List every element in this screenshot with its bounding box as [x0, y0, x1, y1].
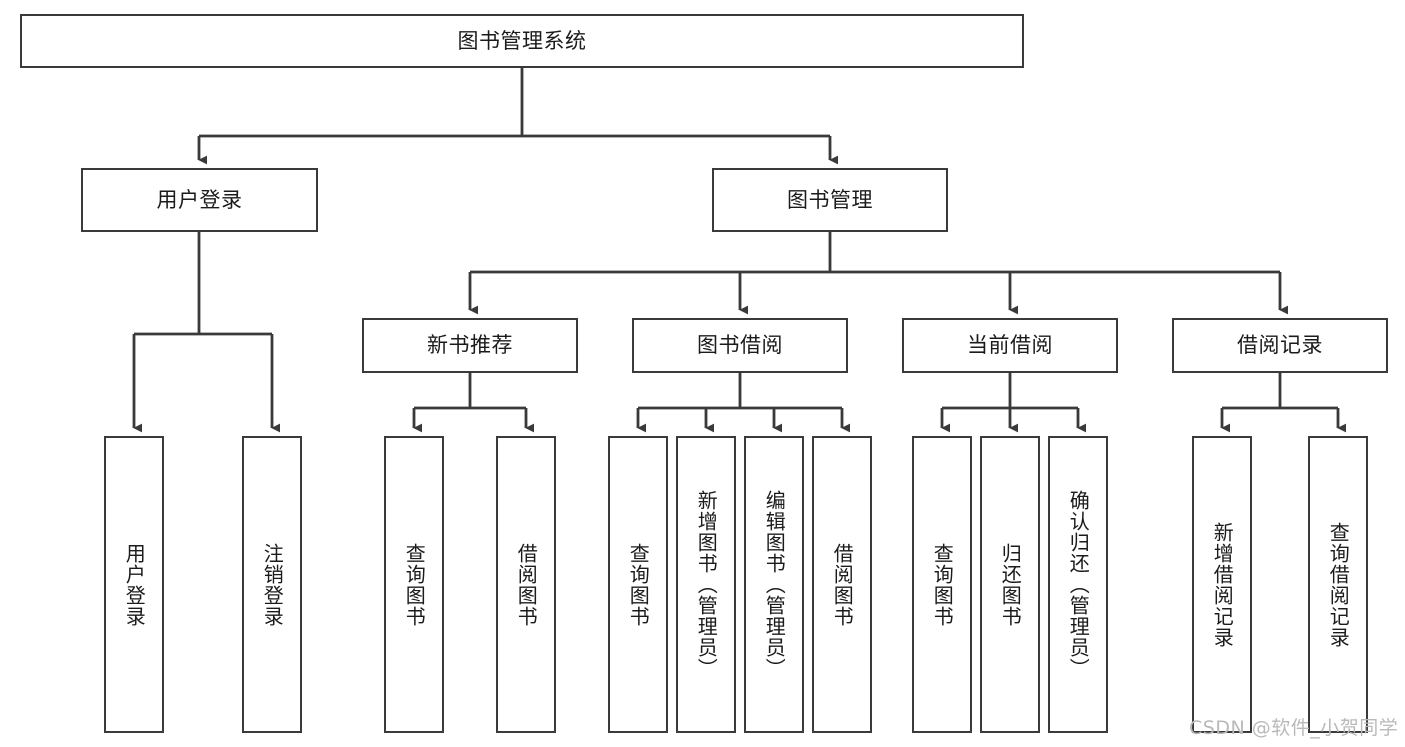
leaf-query-book-1-label: 查询图书 — [402, 542, 427, 627]
leaf-add-record-label: 新增借阅记录 — [1210, 521, 1235, 648]
node-borrow-record-label: 借阅记录 — [1237, 333, 1323, 358]
leaf-query-record-label: 查询借阅记录 — [1326, 521, 1351, 648]
node-new-book-rec[interactable]: 新书推荐 — [362, 318, 578, 373]
leaf-edit-book-label: 编辑图书（管理员） — [762, 490, 787, 679]
leaf-add-book[interactable]: 新增图书（管理员） — [676, 436, 736, 733]
leaf-user-login[interactable]: 用户登录 — [104, 436, 164, 733]
leaf-query-book-3[interactable]: 查询图书 — [912, 436, 972, 733]
leaf-query-book-2-label: 查询图书 — [626, 542, 651, 627]
node-book-borrow[interactable]: 图书借阅 — [632, 318, 848, 373]
leaf-user-login-label: 用户登录 — [122, 542, 147, 627]
leaf-query-book-2[interactable]: 查询图书 — [608, 436, 668, 733]
leaf-borrow-book-2[interactable]: 借阅图书 — [812, 436, 872, 733]
node-book-manage[interactable]: 图书管理 — [712, 168, 948, 232]
leaf-query-book-3-label: 查询图书 — [930, 542, 955, 627]
node-current-borrow[interactable]: 当前借阅 — [902, 318, 1118, 373]
leaf-confirm-return-label: 确认归还（管理员） — [1066, 490, 1091, 679]
leaf-logout-login[interactable]: 注销登录 — [242, 436, 302, 733]
leaf-query-book-1[interactable]: 查询图书 — [384, 436, 444, 733]
node-new-book-rec-label: 新书推荐 — [427, 333, 513, 358]
leaf-borrow-book-2-label: 借阅图书 — [830, 542, 855, 627]
node-current-borrow-label: 当前借阅 — [967, 333, 1053, 358]
node-borrow-record[interactable]: 借阅记录 — [1172, 318, 1388, 373]
leaf-return-book[interactable]: 归还图书 — [980, 436, 1040, 733]
leaf-logout-login-label: 注销登录 — [260, 542, 285, 627]
leaf-borrow-book-1-label: 借阅图书 — [514, 542, 539, 627]
node-user-login-label: 用户登录 — [156, 187, 243, 212]
leaf-borrow-book-1[interactable]: 借阅图书 — [496, 436, 556, 733]
node-root[interactable]: 图书管理系统 — [20, 14, 1024, 68]
leaf-edit-book[interactable]: 编辑图书（管理员） — [744, 436, 804, 733]
node-book-borrow-label: 图书借阅 — [697, 333, 783, 358]
node-root-label: 图书管理系统 — [457, 28, 587, 53]
leaf-return-book-label: 归还图书 — [998, 542, 1023, 627]
leaf-add-book-label: 新增图书（管理员） — [694, 490, 719, 679]
leaf-query-record[interactable]: 查询借阅记录 — [1308, 436, 1368, 733]
node-book-manage-label: 图书管理 — [787, 187, 873, 212]
csdn-watermark: CSDN @软件_小贺同学 — [1189, 717, 1399, 739]
node-user-login[interactable]: 用户登录 — [81, 168, 318, 232]
leaf-confirm-return[interactable]: 确认归还（管理员） — [1048, 436, 1108, 733]
leaf-add-record[interactable]: 新增借阅记录 — [1192, 436, 1252, 733]
